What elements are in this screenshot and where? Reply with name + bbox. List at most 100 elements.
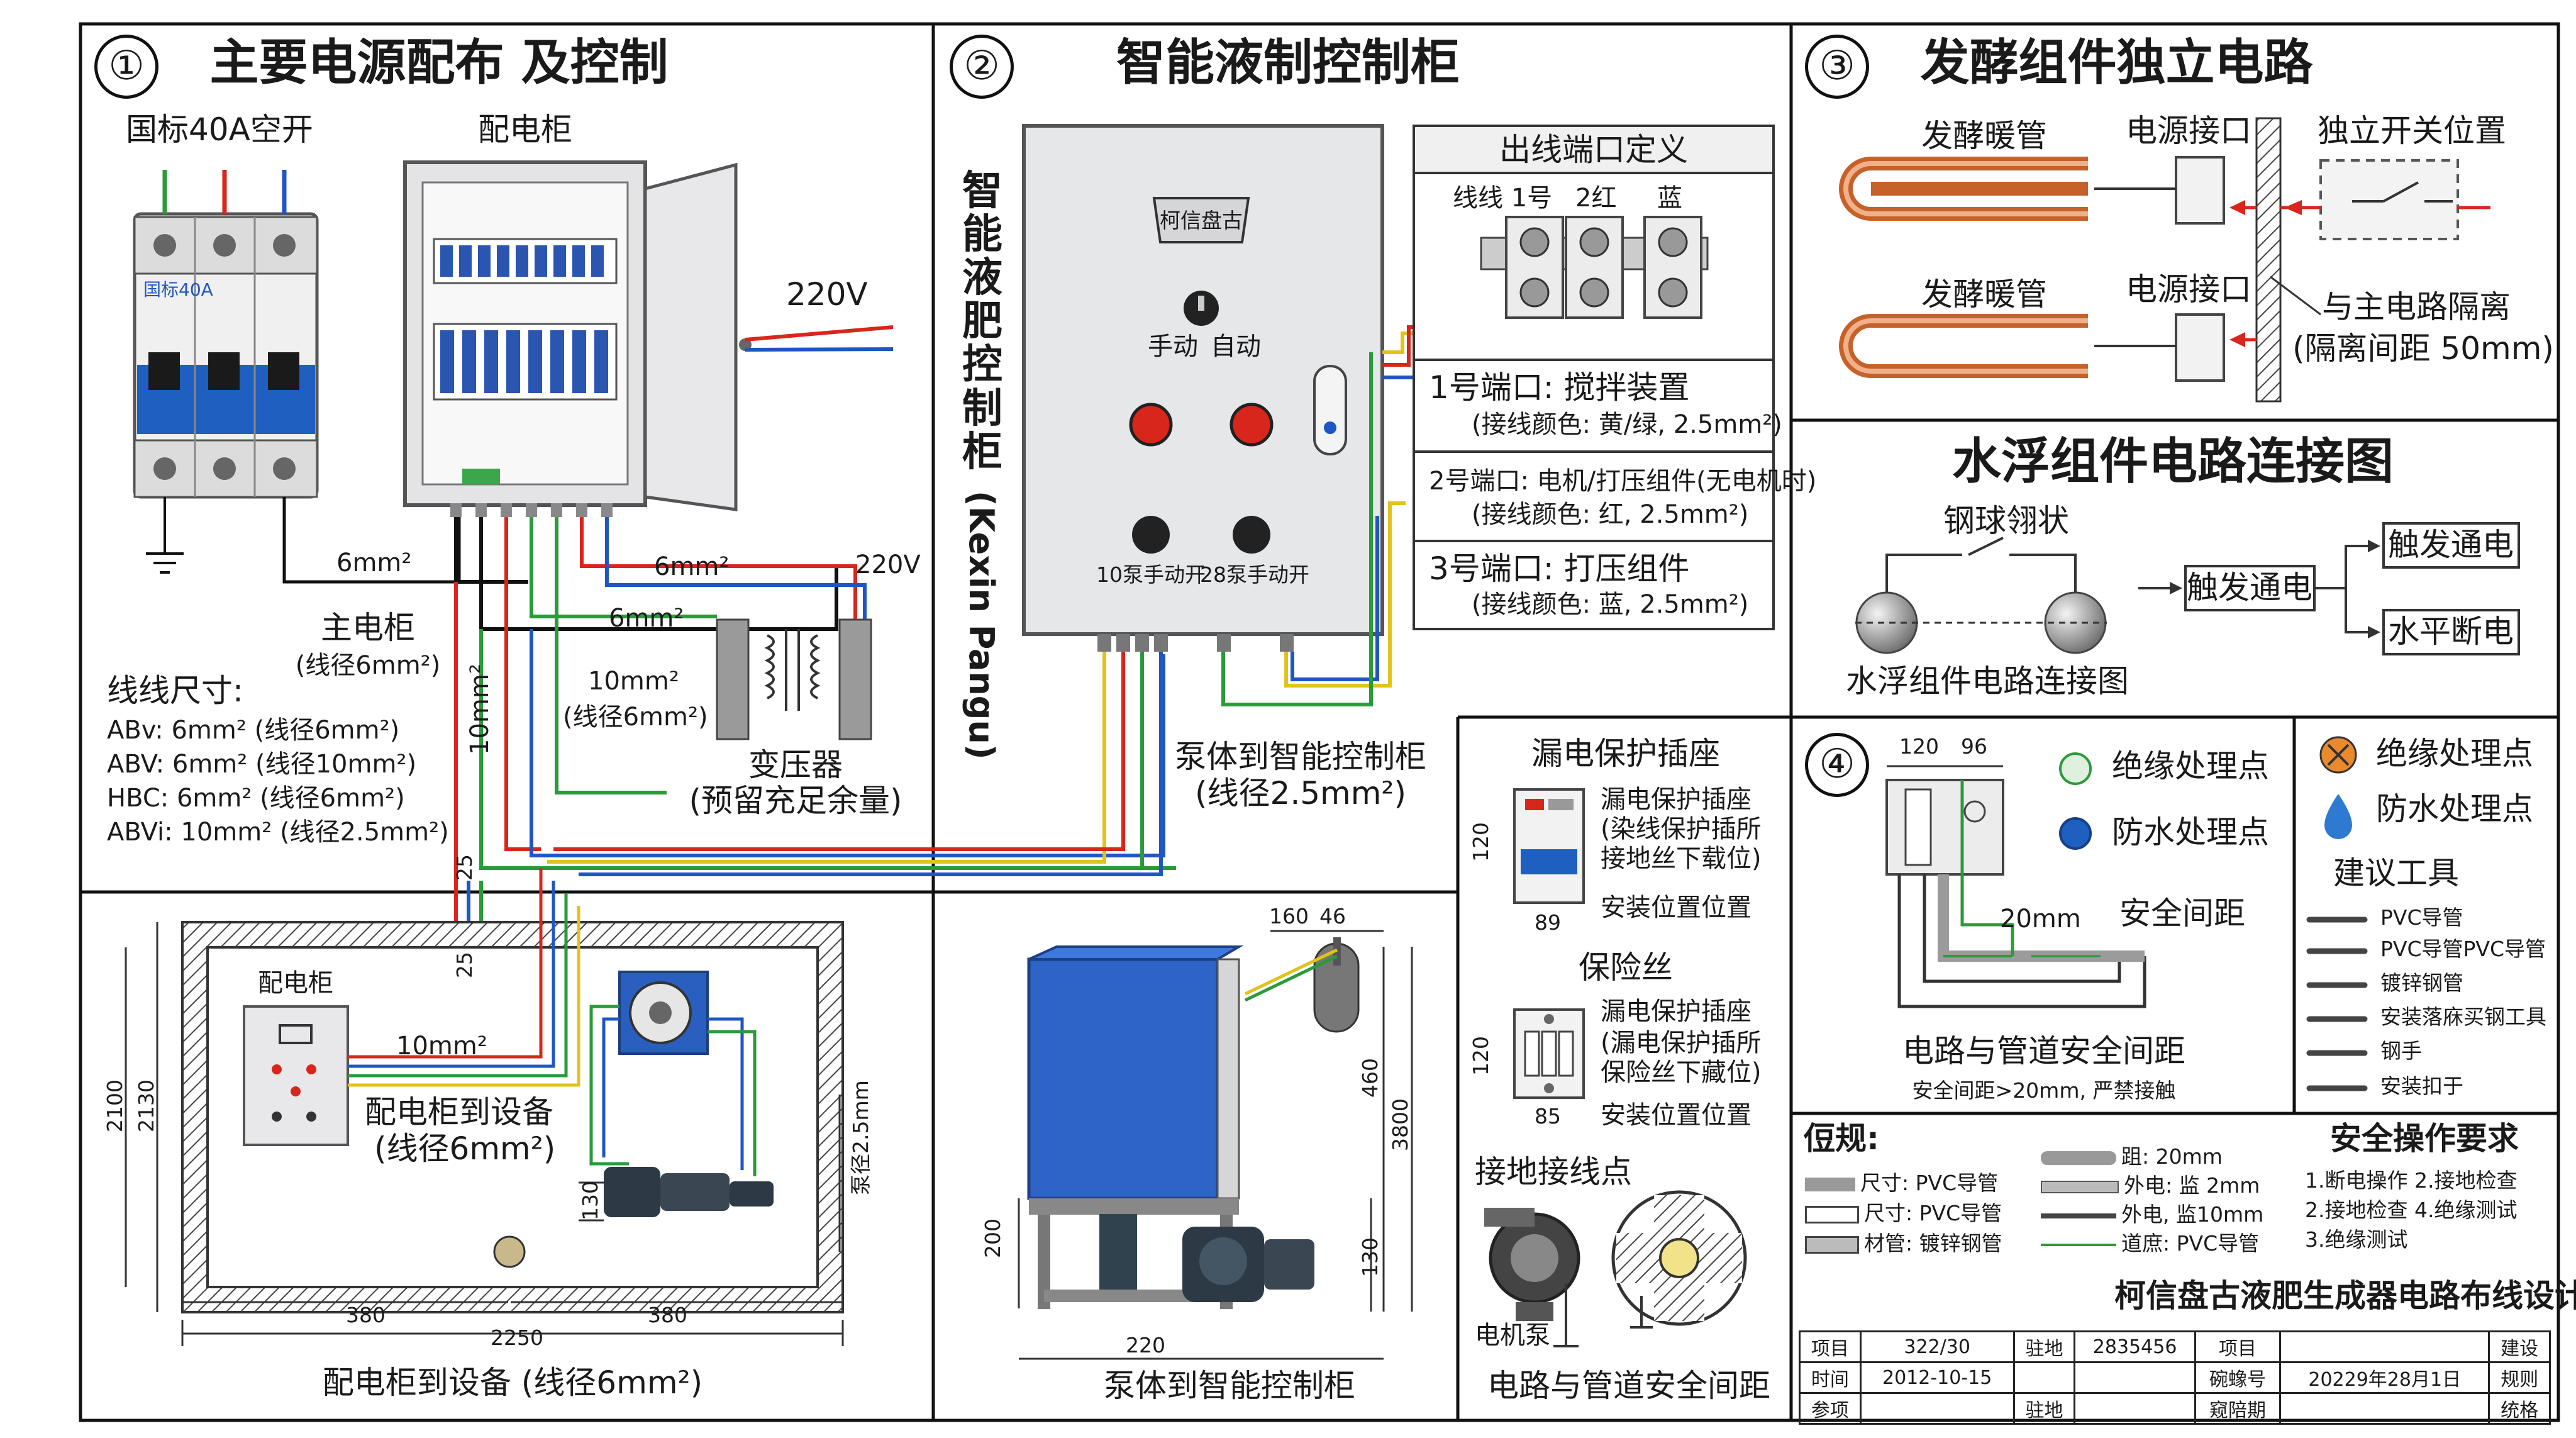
heater-label-1: 发酵暖管 [1921,118,2047,154]
room-to-device: 配电柜到设备 [365,1094,553,1130]
dim-2100: 2100 [103,1079,127,1132]
voltage-220v: 220V [786,276,868,313]
section2-title: 智能液制控制柜 [1116,35,1460,91]
tb-cell: 2835456 [2074,1330,2196,1363]
pump-diameter: 泵径2.5mm [848,1080,873,1195]
smart-control-cabinet [1022,124,1384,652]
leak-dim-h: 120 [1468,822,1493,862]
fuse-dim-h: 120 [1468,1036,1493,1076]
tools-title: 建议工具 [2333,855,2459,891]
cabinet-vertical-en: (Kexin Pangu) [962,491,1001,760]
motor-pump-label: 电机泵 [1475,1321,1550,1350]
gap-20mm: 20mm [2000,905,2081,934]
pump1-label: 10泵手动开 [1096,562,1206,587]
float-level-off: 水平断电 [2388,613,2514,650]
legend-left: 尺寸: PVC导管 [1805,1201,2002,1225]
legend-left: 材管: 镀锌钢管 [1805,1232,2002,1256]
port1-name: 1号端口: 搅拌装置 [1429,369,1690,406]
vertical-char: 液 [962,255,1002,302]
table-row: 参项 驻地 窥陪期 统格 [1799,1392,2551,1425]
tool-3: 镀锌钢管 [2380,971,2463,995]
fuse-title: 保险丝 [1579,949,1673,986]
dim-3800: 3800 [1388,1098,1413,1151]
tool-2: PVC导管PVC导管 [2380,937,2546,961]
legend-right: 道庶: PVC导管 [2041,1232,2259,1256]
power-port-2: 电源接口 [2126,271,2251,308]
dim-120: 120 [1899,734,1939,759]
section1-heading: ① 主要电源配布 及控制 [94,35,669,99]
room-plan [125,868,844,1346]
float-circuit-title: 水浮组件电路连接图 [1951,433,2394,490]
section4-heading: ④ [1805,733,1869,797]
float-trigger-2: 触发通电 [2388,527,2514,563]
safety-item-3: 3.绝缘测试 [2305,1227,2408,1252]
section4-number: ④ [1805,733,1869,797]
insulation-point-legend: 绝缘处理点 [2376,735,2533,772]
section2-number: ② [950,35,1014,99]
legend-title: 侸规: [1804,1120,1879,1157]
tb-cell [2074,1361,2196,1394]
legend-left-2: 尺寸: PVC导管 [1864,1201,2002,1225]
legend-swatch [1805,1235,1859,1254]
section2-heading: ② 智能液制控制柜 [950,35,1460,99]
legend-swatch [2041,1180,2119,1193]
safe-distance: 安全间距 [2119,895,2245,932]
leak-line-4: 安装位置位置 [1601,893,1752,922]
legend-left-3: 材管: 镀锌钢管 [1864,1231,2002,1256]
transformer-label: 变压器 [748,747,843,783]
wire-size-4: ABVi: 10mm² (线径2.5mm²) [107,818,449,847]
port3-name: 3号端口: 打压组件 [1429,550,1690,587]
tb-cell: 参项 [1799,1392,1862,1425]
legend-right-4: 道庶: PVC导管 [2121,1231,2260,1256]
leak-line-2: (染线保护插所 [1601,815,1762,844]
isolation-label: 与主电路隔离 [2322,289,2511,325]
section3-number: ③ [1805,35,1869,99]
vertical-char: 制 [962,385,1002,432]
circuit-breaker [133,170,461,584]
tb-cell: 20229年28月1日 [2279,1361,2490,1394]
grounding-detail [1484,1190,1747,1347]
dim-380-b: 380 [648,1303,687,1327]
wire-6mm-c: 6mm² [609,604,684,633]
breaker-brand: 国标40A [143,279,213,300]
room-cabinet-label: 配电柜 [258,969,333,998]
fuse-dim-w: 85 [1535,1104,1561,1129]
frame [79,22,2560,1422]
section3-title: 发酵组件独立电路 [1920,35,2313,91]
float-ball-label: 钢球翎状 [1943,503,2069,539]
section1-number: ① [94,35,158,99]
tb-cell: 窥陪期 [2194,1392,2282,1425]
wire-sizes-title: 线线尺寸: [107,672,243,709]
manual-label: 手动 [1148,332,1198,361]
breaker-label: 国标40A空开 [126,111,313,148]
port3-color: (接线颜色: 蓝, 2.5mm²) [1472,590,1749,619]
tank-caption: 泵体到智能控制柜 [1104,1368,1355,1404]
tb-cell: 2012-10-15 [1859,1361,2015,1394]
leak-dim-w: 89 [1535,910,1561,935]
distribution-cabinet [403,160,894,517]
fuse-line-1: 漏电保护插座 [1601,997,1752,1026]
vertical-char: 柜 [962,428,1002,476]
tb-cell: 项目 [2194,1330,2282,1363]
legend-right-2: 外电: 监 2mm [2124,1173,2260,1198]
auto-label: 自动 [1211,332,1261,361]
dim-200: 200 [980,1218,1005,1258]
tb-cell [1859,1392,2015,1425]
tool-1: PVC导管 [2380,905,2463,930]
pipe-clearance-diagram [1885,736,2368,1091]
terminal-panel [1413,125,1775,630]
clearance-note: 安全间距>20mm, 严禁接触 [1912,1078,2176,1103]
vertical-char: 智 [962,168,1002,215]
cabinet-logo: 柯信盘古 [1160,208,1243,233]
wire-6mm-a: 6mm² [336,549,412,577]
float-trigger-1: 触发通电 [2187,569,2312,606]
room-wire-10mm: 10mm² [396,1032,487,1061]
legend-left-1: 尺寸: PVC导管 [1860,1171,1999,1195]
dim-25-b: 25 [452,952,477,978]
legend-swatch [1805,1177,1855,1191]
dim-160: 160 [1269,904,1309,928]
tb-cell: 322/30 [1859,1330,2015,1363]
grounding-title: 接地接线点 [1475,1154,1632,1190]
